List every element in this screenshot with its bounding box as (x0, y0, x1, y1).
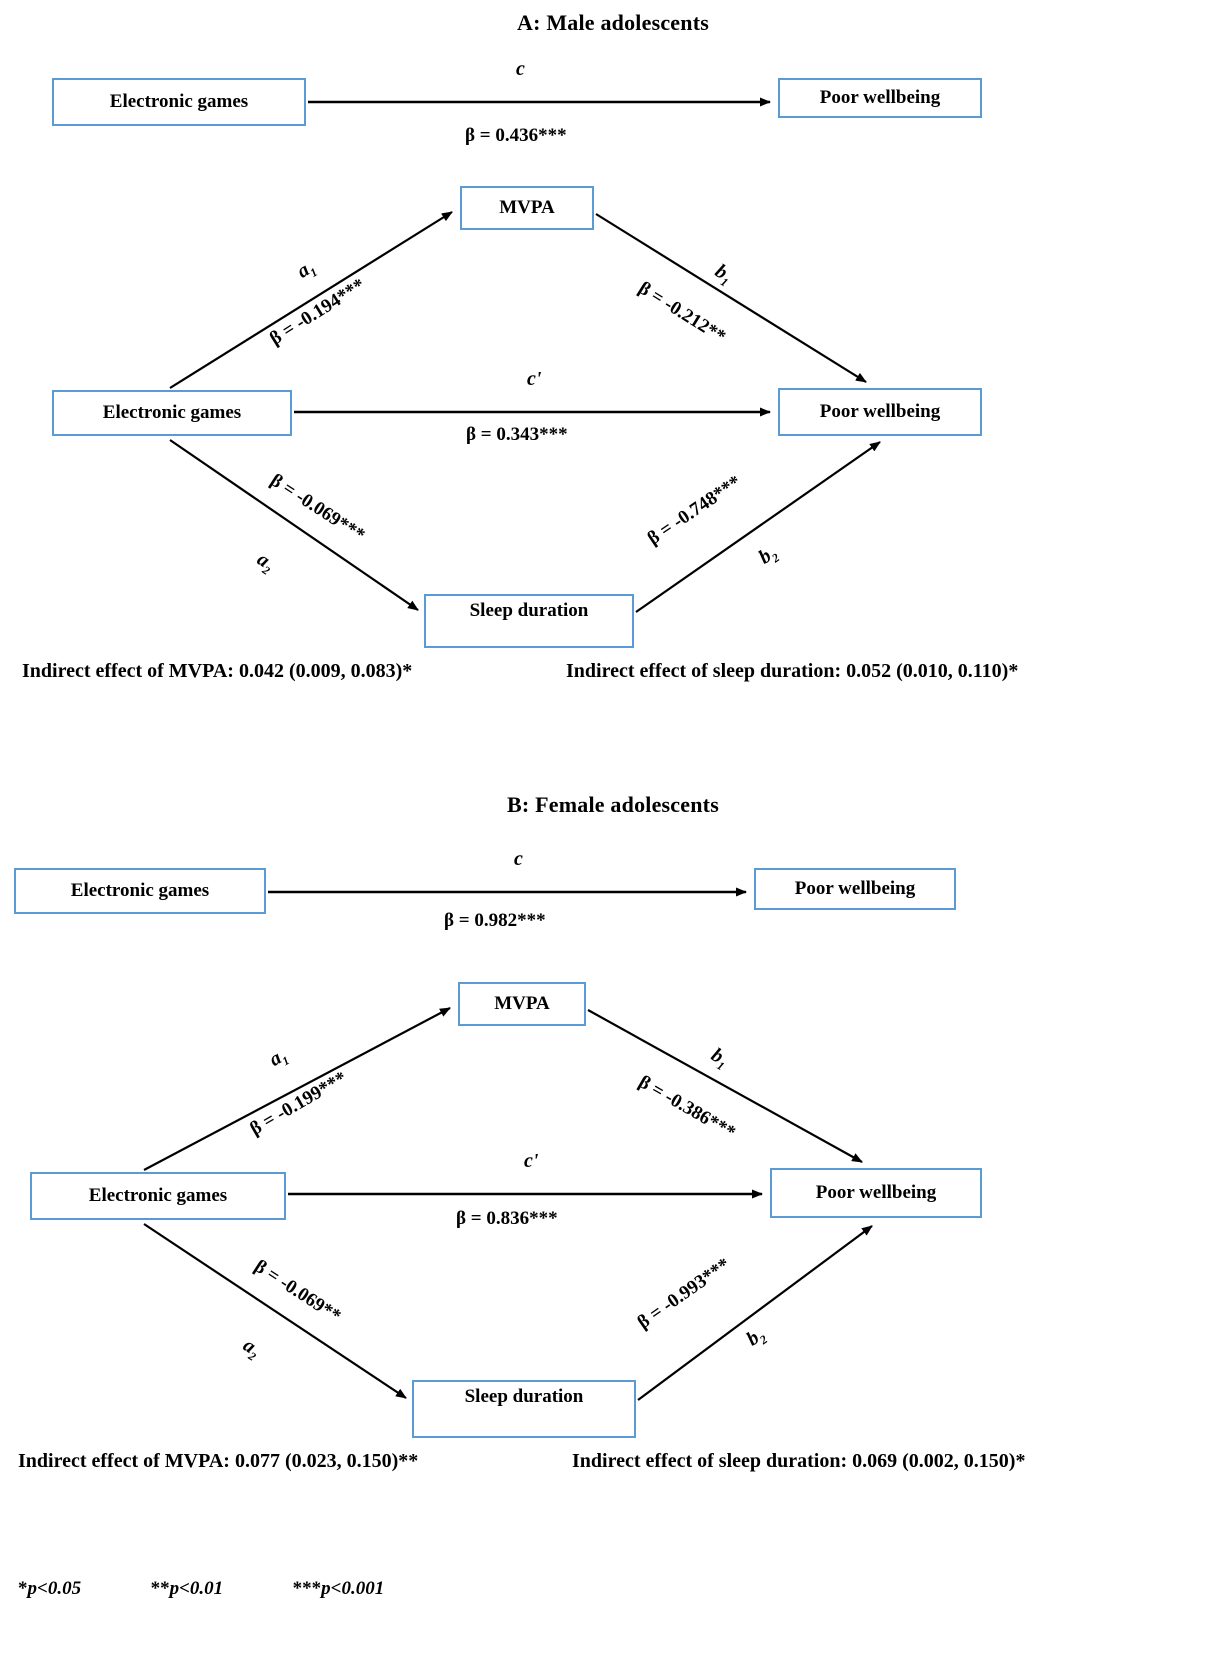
panel-b-beta-cprime: β = 0.836*** (456, 1208, 558, 1229)
panel-b-arrow-a1 (143, 1007, 451, 1171)
node-label: Electronic games (70, 880, 210, 901)
panel-a-label-cprime: c' (527, 368, 542, 390)
panel-a-node-predictor: Electronic games (52, 390, 292, 436)
panel-a-beta-cprime: β = 0.343*** (466, 424, 568, 445)
node-label: MVPA (494, 993, 550, 1014)
panel-a-arrow-a1 (169, 211, 453, 389)
panel-male-adolescents: A: Male adolescents Electronic games Poo… (0, 0, 1226, 760)
panel-a-node-outcome: Poor wellbeing (778, 388, 982, 436)
panel-a-arrow-a2 (169, 439, 419, 611)
panel-a-title: A: Male adolescents (517, 10, 709, 35)
panel-b-node-outcome-top: Poor wellbeing (754, 868, 956, 910)
panel-b-node-sleep-duration: Sleep duration (412, 1380, 636, 1438)
footnote-star-1: * (18, 1578, 28, 1599)
node-label: Electronic games (109, 91, 249, 112)
panel-b-node-predictor-top: Electronic games (14, 868, 266, 914)
panel-b-node-predictor: Electronic games (30, 1172, 286, 1220)
footnote-p-3: p<0.001 (321, 1578, 385, 1599)
panel-b-total-effect-beta: β = 0.982*** (444, 910, 546, 931)
node-label: Poor wellbeing (819, 401, 941, 422)
footnote-p-2: p<0.01 (169, 1578, 224, 1599)
panel-female-adolescents: B: Female adolescents Electronic games P… (0, 782, 1226, 1562)
panel-a-node-outcome-top: Poor wellbeing (778, 78, 982, 118)
node-label: Sleep duration (469, 600, 589, 621)
panel-b-arrow-b1 (587, 1009, 863, 1163)
panel-a-arrows (169, 97, 881, 613)
node-label: Sleep duration (464, 1386, 584, 1407)
node-label: Poor wellbeing (794, 878, 916, 899)
panel-a-node-predictor-top: Electronic games (52, 78, 306, 126)
panel-b-node-outcome: Poor wellbeing (770, 1168, 982, 1218)
footnote-star-2: ** (150, 1578, 170, 1599)
panel-b-arrows (143, 887, 873, 1401)
footnote-star-3: *** (292, 1578, 322, 1599)
panel-b-title: B: Female adolescents (507, 792, 719, 817)
node-label: Electronic games (102, 402, 242, 423)
panel-a-node-mvpa: MVPA (460, 186, 594, 230)
panel-a-total-effect-path-label: c (516, 58, 525, 80)
panel-b-arrow-a2 (143, 1223, 407, 1399)
footnote-p-1: p<0.05 (27, 1578, 82, 1599)
panel-a-indirect-effect-mvpa: Indirect effect of MVPA: 0.042 (0.009, 0… (22, 660, 413, 682)
node-label: Electronic games (88, 1185, 228, 1206)
panel-b-arrow-b2 (637, 1225, 873, 1401)
node-label: MVPA (499, 197, 555, 218)
significance-footnote: *p<0.05 **p<0.01 ***p<0.001 (18, 1578, 384, 1600)
panel-b-indirect-effect-sleep: Indirect effect of sleep duration: 0.069… (572, 1450, 1026, 1472)
panel-a-indirect-effect-sleep: Indirect effect of sleep duration: 0.052… (566, 660, 1019, 682)
panel-b-node-mvpa: MVPA (458, 982, 586, 1026)
panel-a-arrow-b2 (635, 441, 881, 613)
panel-b-indirect-effect-mvpa: Indirect effect of MVPA: 0.077 (0.023, 0… (18, 1450, 419, 1472)
panel-b-label-cprime: c' (524, 1150, 539, 1172)
panel-b-total-effect-path-label: c (514, 848, 523, 870)
panel-a-node-sleep-duration: Sleep duration (424, 594, 634, 648)
panel-a-total-effect-beta: β = 0.436*** (465, 125, 567, 146)
panel-a-arrow-b1 (595, 213, 867, 383)
node-label: Poor wellbeing (819, 87, 941, 108)
node-label: Poor wellbeing (815, 1182, 937, 1203)
